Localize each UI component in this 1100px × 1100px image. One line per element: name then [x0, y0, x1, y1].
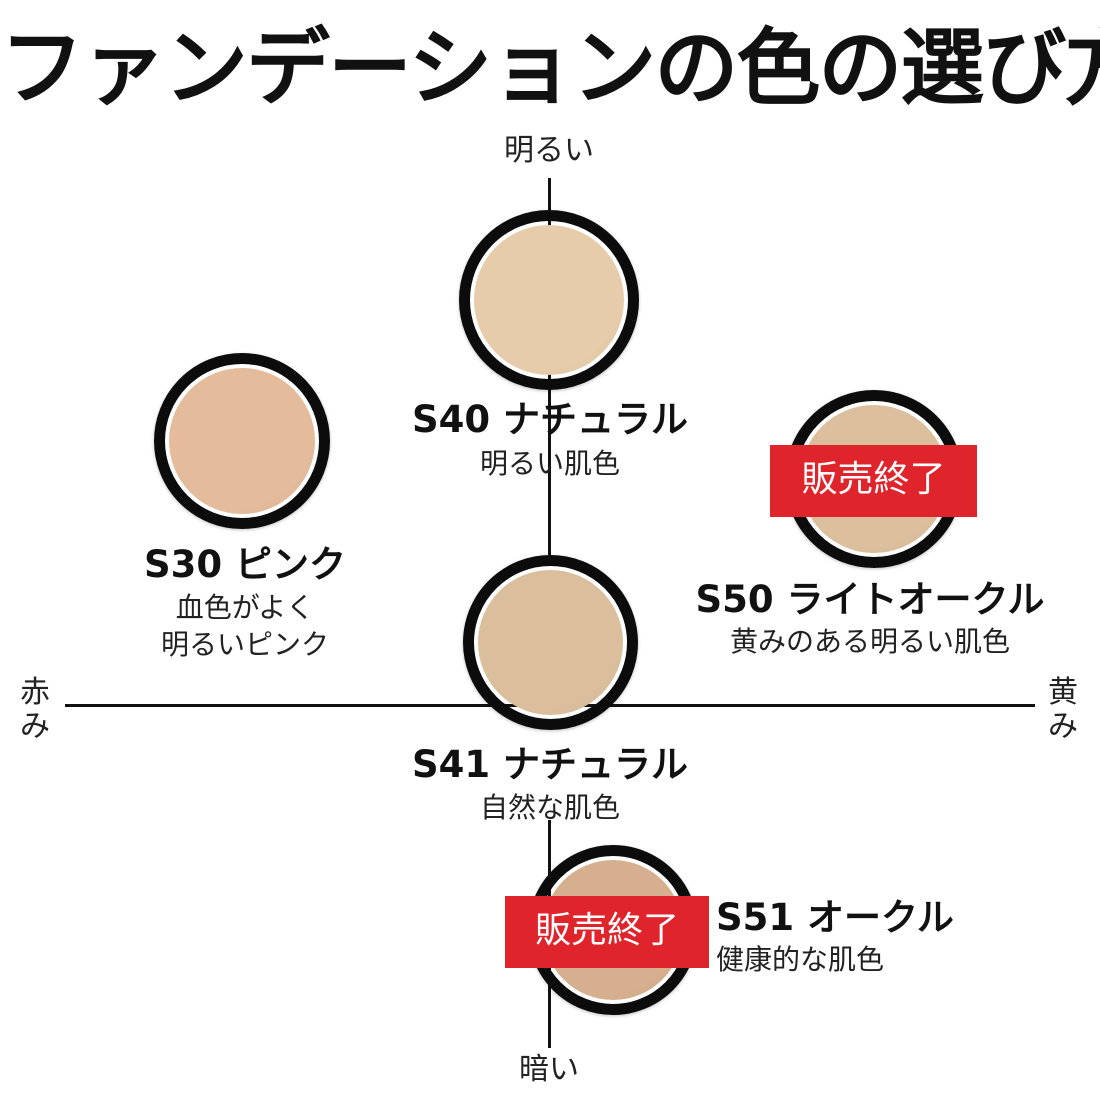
- axis-label-bright: 明るい: [504, 133, 594, 168]
- shade-name-s41: S41 ナチュラル: [411, 743, 689, 786]
- axis-label-yellow: 黄み: [1048, 675, 1078, 744]
- shade-name-s40: S40 ナチュラル: [411, 398, 689, 441]
- axis-label-dark: 暗い: [519, 1052, 579, 1087]
- pan-s40: [474, 225, 624, 375]
- discontinued-badge-s50: 販売終了: [770, 445, 977, 517]
- shade-desc-s30-line1: 血色がよく: [175, 591, 315, 624]
- shade-desc-s41: 自然な肌色: [479, 791, 620, 824]
- axis-label-red: 赤み: [20, 675, 50, 744]
- compact-s40: [459, 210, 639, 390]
- discontinued-badge-s51: 販売終了: [505, 896, 709, 968]
- compact-s30: [154, 353, 330, 529]
- shade-name-s50: S50 ライトオークル: [695, 578, 1045, 621]
- shade-name-s30: S30 ピンク: [143, 543, 347, 586]
- shade-desc-s50: 黄みのある明るい肌色: [729, 625, 1010, 658]
- shade-desc-s40: 明るい肌色: [479, 447, 620, 480]
- shade-desc-s30-line2: 明るいピンク: [160, 628, 329, 661]
- pan-s30: [169, 368, 315, 514]
- pan-s41: [478, 570, 623, 715]
- shade-name-s51: S51 オークル: [716, 896, 954, 939]
- page-title: ファンデーションの色の選び方: [0, 18, 1100, 117]
- shade-desc-s51: 健康的な肌色: [716, 943, 885, 976]
- compact-s41: [463, 555, 638, 730]
